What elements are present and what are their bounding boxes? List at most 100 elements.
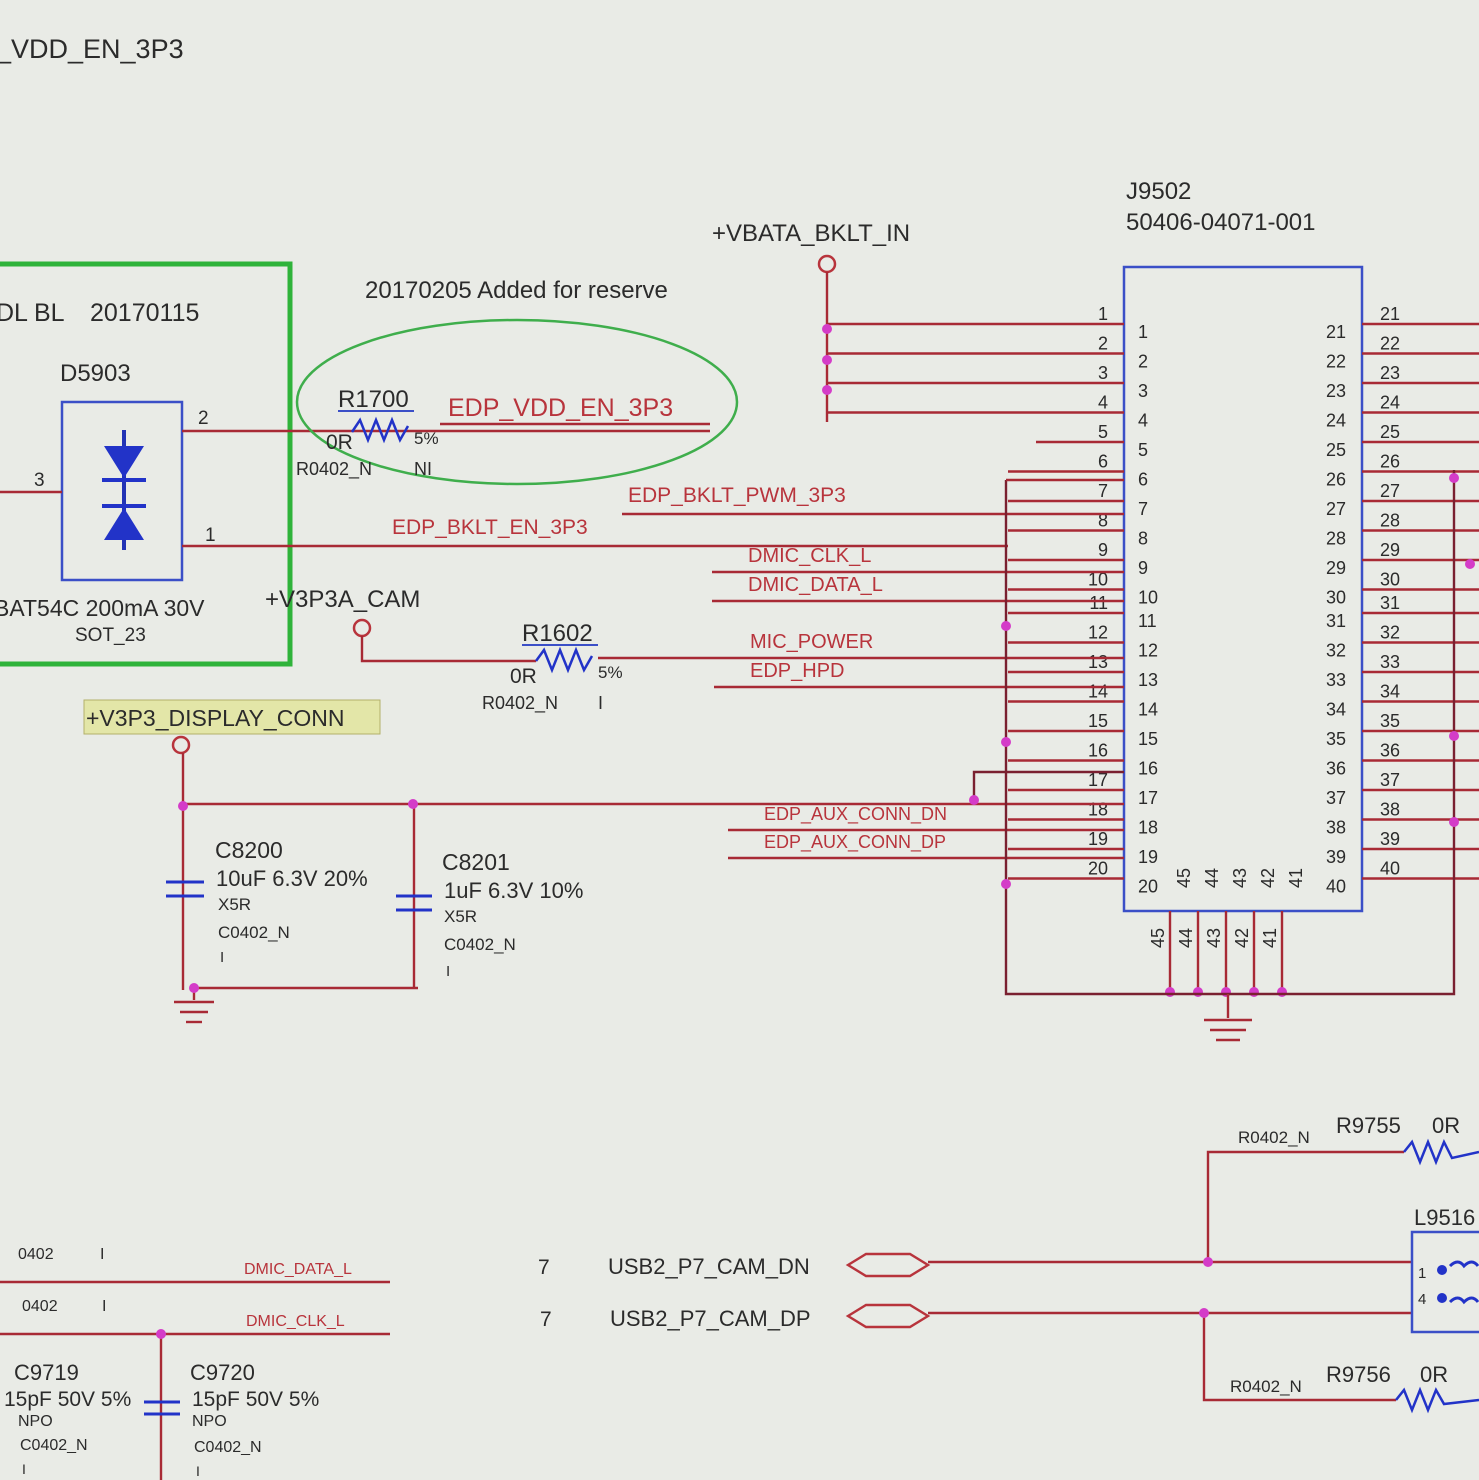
connector-left-outer-pin-11: 11 [1089,593,1108,613]
r1602-tol: 5% [598,663,623,682]
connector-bottom-pin-45: 45 [1148,928,1168,948]
connector-left-inner-pin-8: 8 [1138,529,1148,549]
connector-left-inner-pin-19: 19 [1138,847,1158,867]
c8201-footprint: C0402_N [444,935,516,954]
connector-right-outer-pin-30: 30 [1380,570,1400,590]
c8200-footprint: C0402_N [218,923,290,942]
connector-right-outer-pin-24: 24 [1380,393,1400,413]
net-dmic-clk: DMIC_CLK_L [748,545,871,567]
r1700-footprint: R0402_N [296,459,372,480]
diode-pin-2: 2 [198,408,209,429]
bottom-fp2-flag: I [102,1298,106,1315]
connector-left-outer-pin-12: 12 [1088,623,1108,643]
c8201-ref: C8201 [442,849,510,875]
r9755-zigzag [1403,1138,1479,1166]
connector-left-outer-pin-13: 13 [1088,652,1108,672]
junction-dot-0 [822,324,832,334]
connector-part: 50406-04071-001 [1126,209,1316,236]
usb-dn-page-ref: 7 [538,1256,550,1279]
r1700-zigzag [350,416,410,444]
diode-block-date: 20170115 [90,299,199,327]
wire-r9755 [1206,1150,1404,1262]
connector-right-inner-pin-36: 36 [1326,759,1346,779]
connector-left-outer-pin-1: 1 [1098,304,1108,324]
connector-right-inner-pin-35: 35 [1326,729,1346,749]
c9719-ref: C9719 [14,1360,79,1385]
connector-left-outer-pin-2: 2 [1098,334,1108,354]
connector-left-inner-pin-5: 5 [1138,440,1148,460]
usb-dp-port [845,1303,931,1329]
junction-dot-7 [178,801,188,811]
connector-left-inner-pin-14: 14 [1138,700,1158,720]
r1700-tol: 5% [414,429,439,448]
junction-dots [156,324,1475,1339]
diode-block: DL BL 20170115 D5903 2 3 1 BAT54C 200mA … [0,261,293,667]
connector-inner-bottom-pin-41: 41 [1286,868,1306,888]
connector-left-outer-pin-7: 7 [1098,481,1108,501]
connector-right-outer-pin-22: 22 [1380,334,1400,354]
connector-left-outer-pin-9: 9 [1098,540,1108,560]
connector-right-inner-pin-34: 34 [1326,700,1346,720]
connector-left-outer-pin-4: 4 [1098,393,1108,413]
connector-left-inner-pin-12: 12 [1138,641,1158,661]
junction-dot-15 [1449,817,1459,827]
bottom-fp1: 0402 [18,1246,54,1263]
connector-inner-bottom-pin-42: 42 [1258,868,1278,888]
r9756-value: 0R [1420,1362,1448,1387]
connector-right-inner-pin-29: 29 [1326,558,1346,578]
junction-dot-5 [1001,879,1011,889]
connector-right-inner-pin-30: 30 [1326,588,1346,608]
connector-right-outer-pin-40: 40 [1380,859,1400,879]
connector-right-outer-pin-38: 38 [1380,800,1400,820]
c9720-ref: C9720 [190,1360,255,1385]
connector-left-outer-pin-10: 10 [1088,570,1108,590]
net-aux-dn: EDP_AUX_CONN_DN [764,804,947,825]
c8201-value: 1uF 6.3V 10% [444,878,583,903]
connector-bottom-pin-41: 41 [1260,928,1280,948]
connector-left-outer-pin-3: 3 [1098,363,1108,383]
wire-pin16 [972,770,1124,802]
junction-dot-10 [1203,1257,1213,1267]
l951-pin1: 1 [1418,1265,1426,1282]
r9755-footprint: R0402_N [1238,1128,1310,1147]
diode-lower-triangle [104,508,144,540]
c9720-flag: I [196,1463,200,1479]
r1602-ref: R1602 [522,620,593,647]
connector-right-inner-pin-31: 31 [1326,611,1346,631]
v3p3-display-highlight [83,699,381,735]
connector-left-inner-pin-4: 4 [1138,411,1148,431]
bottom-fp1-flag: I [100,1246,104,1263]
bottom-net1: DMIC_DATA_L [244,1261,352,1278]
diode-part: BAT54C 200mA 30V [0,595,205,621]
l951-ref: L9516 [1414,1205,1475,1230]
r1602-value: 0R [510,665,537,688]
vbata-label: +VBATA_BKLT_IN [712,220,910,247]
connector-pins: 1122334455667788991010111112121313141415… [828,304,1479,997]
connector-right-outer-pin-37: 37 [1380,770,1400,790]
connector-inner-bottom-pin-43: 43 [1230,868,1250,888]
green-frame [0,261,293,667]
connector-right-inner-pin-27: 27 [1326,499,1346,519]
junction-dot-3 [1001,621,1011,631]
usb-dn-net: USB2_P7_CAM_DN [608,1254,810,1279]
junction-dot-13 [1449,473,1459,483]
r9755-value: 0R [1432,1113,1460,1138]
connector-right-inner-pin-37: 37 [1326,788,1346,808]
junction-dot-12 [156,1329,166,1339]
diode-block-title: DL BL [0,299,65,327]
connector-left-outer-pin-18: 18 [1088,800,1108,820]
net-mic-power: MIC_POWER [750,631,873,653]
diode-pin-1: 1 [205,525,216,546]
c9719-dielectric: NPO [18,1413,53,1430]
connector-right-inner-pin-21: 21 [1326,322,1346,342]
connector-ref: J9502 [1126,178,1191,205]
junction-ground-42 [1249,987,1259,997]
connector-right-inner-pin-38: 38 [1326,818,1346,838]
connector-right-outer-pin-36: 36 [1380,741,1400,761]
connector-left-inner-pin-10: 10 [1138,588,1158,608]
l951-pin4: 4 [1418,1291,1426,1308]
net-edp-hpd: EDP_HPD [750,660,844,682]
connector-right-inner-pin-23: 23 [1326,381,1346,401]
connector-left-outer-pin-20: 20 [1088,859,1108,879]
connector-right-outer-pin-27: 27 [1380,481,1400,501]
